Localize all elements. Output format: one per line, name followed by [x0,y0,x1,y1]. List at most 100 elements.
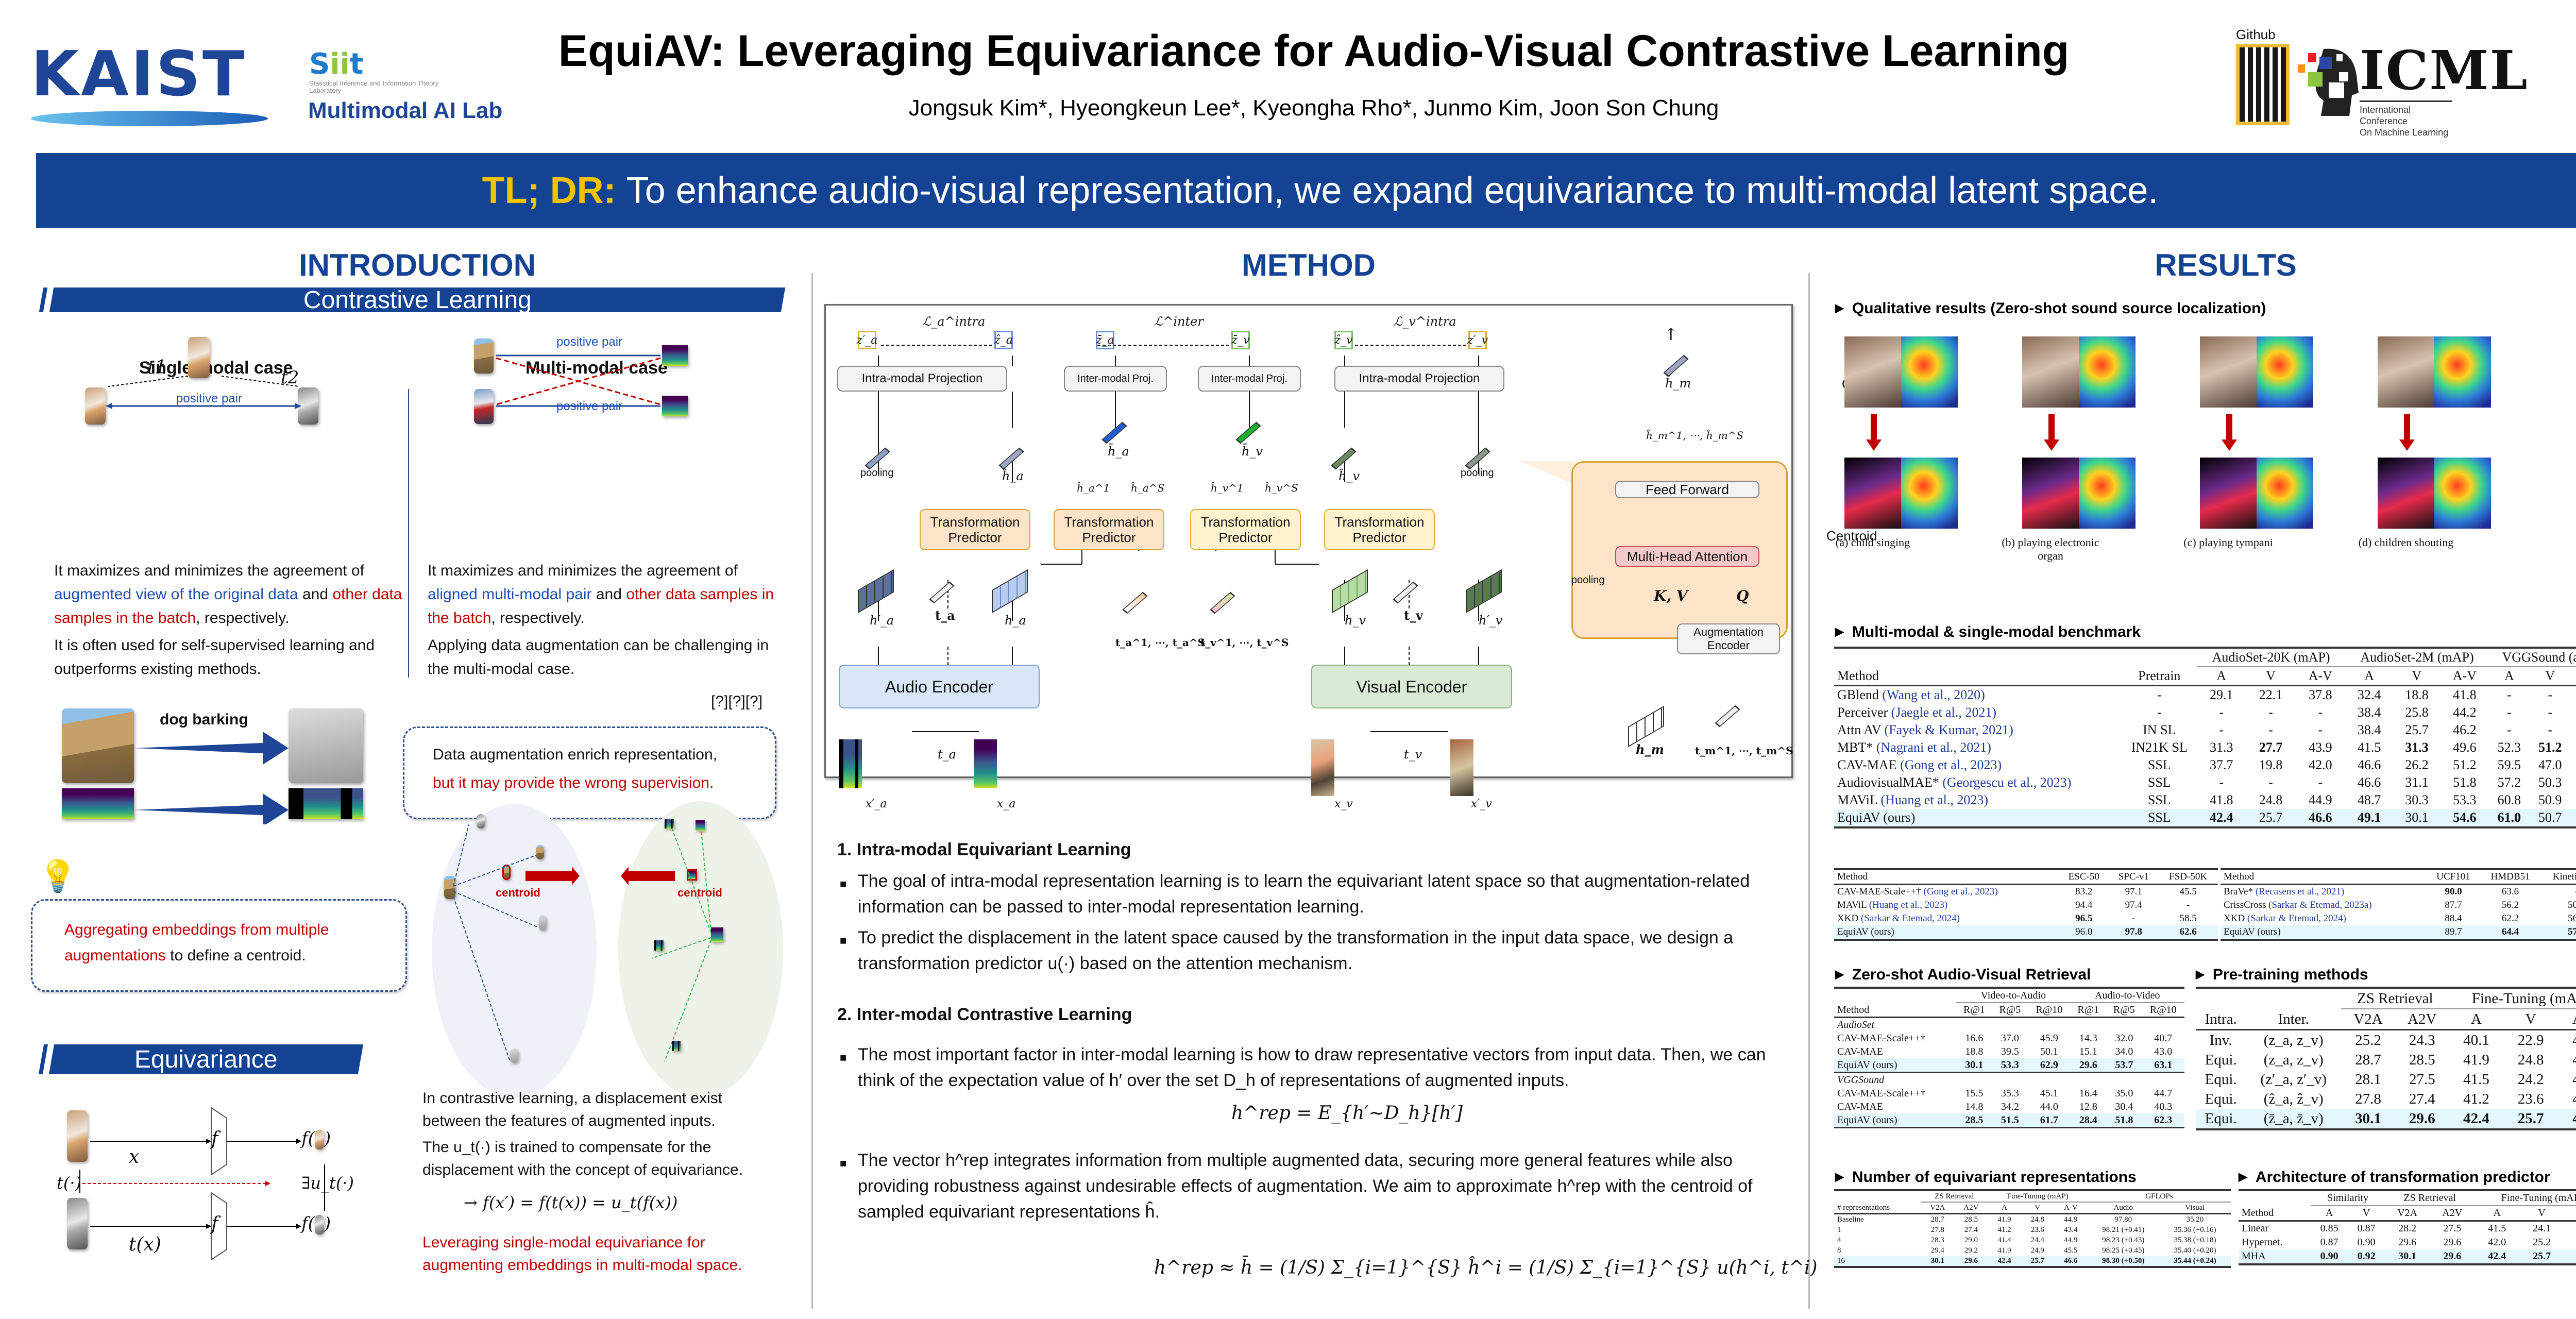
lab-name: Multimodal AI Lab [308,98,503,123]
t-a-label: t_a [935,608,955,623]
augmentation-warning-line1: Data augmentation enrich representation, [433,746,718,763]
aug-audio-2 [696,820,705,831]
equivariance-input-image [67,1110,88,1162]
qualitative-caption: (d) children shouting [2358,536,2454,549]
equivariance-conclusion: Leveraging single-modal equivariance for… [422,1234,742,1274]
section1-bullet1: The goal of intra-modal representation l… [858,871,1750,917]
audio-centroid-label: centroid [677,886,722,899]
zoom-h-hat-set-label: ĥ_m^1, ⋯, ĥ_m^S [1646,429,1744,442]
dog-barking-label: dog barking [160,711,248,728]
tldr-prefix: TL; DR: [482,170,616,211]
qualitative-origin-heatmap [1901,336,1958,408]
num-reps-heading: Number of equivariant representations [1835,1169,2137,1186]
x-v-label: x_v [1334,798,1353,810]
transformation-predictor-2: Transformation Predictor [1054,509,1164,550]
aug-audio-source [711,927,723,942]
aug-audio-4 [672,1041,681,1051]
table-row: Equi.(z_a, z_v)28.728.541.924.844.9 [2205,1052,2576,1068]
kaist-logo: KAIST [31,41,273,129]
introduction-title: INTRODUCTION [299,248,536,282]
case-divider [408,389,409,678]
encoder-f-label-top: f [211,1128,218,1149]
video-frames [1311,739,1334,796]
github-qr-code[interactable] [2236,44,2290,125]
section1-heading: 1. Intra-modal Equivariant Learning [837,840,1131,859]
multi-head-attention-block: Multi-Head Attention [1615,546,1759,567]
equivariance-augmented-image [67,1198,88,1249]
table-row: XKD (Sarkar & Etemad, 2024)96.5-58.5 [1837,913,2197,924]
qualitative-centroid-photo [1844,458,1901,529]
bullet-icon: ■ [840,934,847,947]
z-prime-a-box: z′_a [857,331,877,349]
augmentation-arrows [134,732,289,824]
audio-centroid-image [687,869,697,881]
augmented-audio-spectrogram [839,739,862,788]
ambulance-spectrogram [662,396,688,416]
h-hat-v-label: ĥ_v [1338,469,1360,483]
z-prime-v-box: z′_v [1467,331,1488,349]
table-row: AudiovisualMAE* (Georgescu et al., 2023)… [1837,775,2562,790]
single-modal-description: It maximizes and minimizes the agreement… [54,562,402,627]
qualitative-centroid-photo [2378,458,2434,529]
aug-audio-1 [665,819,674,828]
qualitative-origin-heatmap [2434,336,2491,408]
pooling-label-visual: pooling [1461,467,1494,479]
multi-modal-heading: Multi-modal case [526,358,668,378]
x-label: x [129,1146,140,1168]
single-modal-heading: Single-modal case [139,358,293,378]
h-hat-a-label: ĥ_a [1002,469,1024,483]
transformation-predictor-1: Transformation Predictor [920,509,1030,550]
citation: (Gong et al., 2023) [1900,757,2002,772]
z-hat-a-box: ẑ_a [994,331,1013,349]
zoom-h-bar-label: h̄_m [1665,376,1691,391]
siit-logo: Siit Statistical Inference and Informati… [309,47,439,94]
contrastive-learning-ribbon: Contrastive Learning [49,286,786,314]
citation: (Fayek & Kumar, 2021) [1884,722,2013,737]
h-bar-v-label: h̄_v [1242,444,1263,459]
single-modal-arrows [106,376,301,409]
aug-visual-3 [539,915,546,931]
qualitative-origin-photo [2022,336,2079,408]
authors: Jongsuk Kim*, Hyeongkeun Lee*, Kyeongha … [908,95,1719,121]
idea-box [31,899,407,992]
centroid-source-image [444,876,455,899]
zoom-pooling-label: pooling [1571,574,1605,586]
github-label: Github [2236,27,2276,42]
citation: (Huang et al., 2023) [1869,900,1948,910]
icml-subtitle: International Conference On Machine Lear… [2360,100,2452,138]
h-prime-v-label: h′_v [1479,613,1503,628]
ribbon-stripe [38,1044,48,1074]
multi-modal-arrows [496,354,661,407]
pooling-label-audio: pooling [860,467,894,479]
citation: (Recasens et al., 2021) [2255,886,2345,897]
intra-modal-projection-visual: Intra-modal Projection [1334,366,1504,392]
table-row: Equi.(ẑ_a, ẑ_v)27.827.441.223.643.4 [2205,1091,2576,1107]
h-prime-a-label: h′_a [870,613,894,628]
citation: (Sarkar & Etemad, 2024) [1860,913,1960,924]
dog-spectrogram-masked [289,788,363,819]
icml-head-icon [2293,44,2370,121]
x-a-label: x_a [997,798,1016,810]
qualitative-centroid-heatmap [1901,458,1958,529]
aug-visual-2 [536,845,544,859]
bullet-icon: ■ [840,1051,847,1064]
h-hat-a-1-label: ĥ_a^1 [1077,482,1110,494]
bullet-icon: ■ [840,877,847,890]
augmented-video-frames [1450,739,1473,796]
citation: (Nagrani et al., 2021) [1876,740,1991,755]
dog-spectrogram [662,345,688,366]
table-row: BraVe* (Recasens et al., 2021)90.063.6- [2224,886,2576,897]
inter-modal-projection-visual: Inter-modal Proj. [1198,366,1301,392]
centroid-row-label: Centroid [1826,528,1877,544]
poster-title: EquiAV: Leveraging Equivariance for Audi… [558,26,2070,76]
exists-u-label: ∃u_t(·) [301,1173,354,1193]
t2-label: t2 [281,367,299,388]
